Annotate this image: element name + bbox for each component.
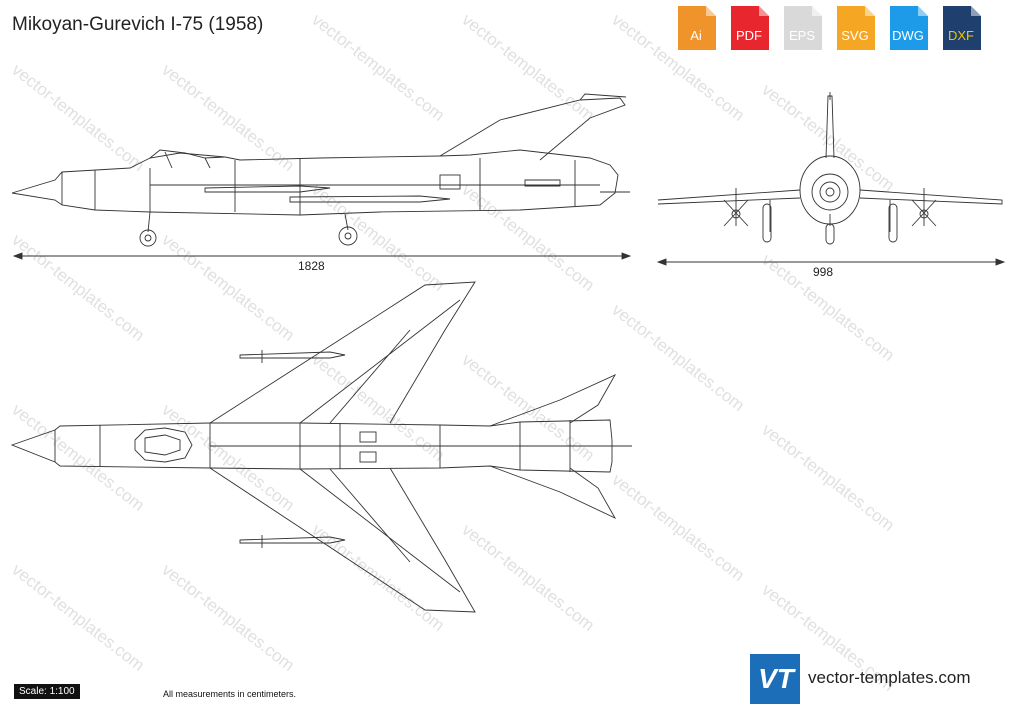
length-dimension-value: 1828 [298, 259, 325, 273]
format-label: SVG [841, 28, 869, 43]
front-view [657, 92, 1003, 245]
measurement-note: All measurements in centimeters. [163, 689, 297, 699]
dxf-file-icon [943, 6, 981, 50]
width-dimension-value: 998 [813, 265, 834, 279]
pdf-file-icon [731, 6, 769, 50]
top-view [10, 281, 632, 613]
format-label: PDF [736, 28, 762, 43]
width-dimension-line [656, 258, 1006, 266]
format-svg-button[interactable]: SVG [833, 4, 877, 52]
site-name[interactable]: vector-templates.com [808, 668, 971, 687]
page-title: Mikoyan-Gurevich I-75 (1958) [12, 14, 264, 35]
format-ai-button[interactable]: Ai [674, 4, 718, 52]
format-pdf-button[interactable]: PDF [727, 4, 771, 52]
format-label: DXF [948, 28, 974, 43]
format-eps-button[interactable]: EPS [780, 4, 824, 52]
format-dxf-button[interactable]: DXF [939, 4, 983, 52]
format-dwg-button[interactable]: DWG [886, 4, 930, 52]
format-label: EPS [788, 28, 815, 43]
length-dimension-line [12, 252, 632, 260]
svg-file-icon [837, 6, 875, 50]
logo-mark: VT [758, 663, 794, 694]
eps-file-icon [784, 6, 822, 50]
ai-file-icon [678, 6, 716, 50]
format-buttons: Ai PDF EPS SVG DWG DXF [674, 4, 983, 52]
site-logo[interactable] [750, 654, 800, 704]
format-label: Ai [690, 28, 702, 43]
scale-label: Scale: 1:100 [14, 684, 80, 699]
dwg-file-icon [890, 6, 928, 50]
side-view [11, 93, 630, 247]
format-label: DWG [892, 28, 924, 43]
